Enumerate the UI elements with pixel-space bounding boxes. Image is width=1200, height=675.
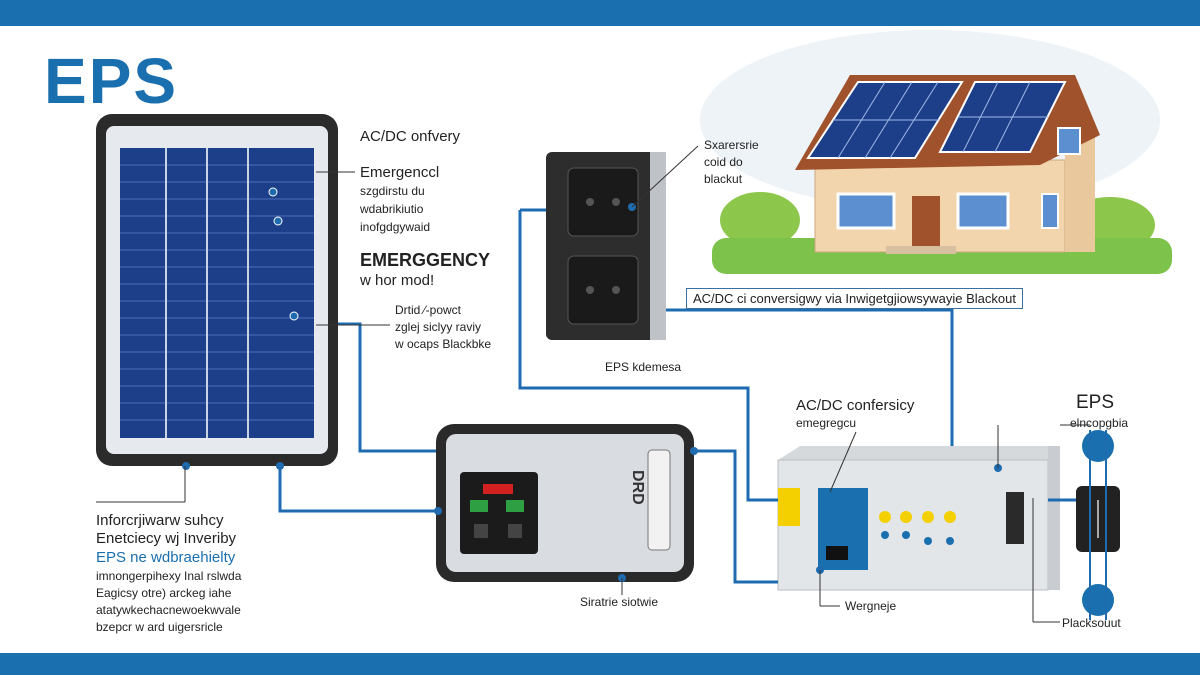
label-grid-line2: zglej siclyy raviy — [395, 320, 482, 334]
device-brand-label: DRD — [629, 470, 646, 505]
label-line-a: szgdirstu du — [360, 184, 425, 198]
house-window-small — [1041, 193, 1059, 229]
label-left4: imnongerpihexy Inal rslwda — [96, 569, 242, 583]
breaker-top-node — [1082, 430, 1114, 462]
label-grid-power: Drtid ⁄-powct — [395, 303, 462, 317]
wire-panel-inverter — [338, 322, 436, 453]
house-step — [886, 246, 956, 254]
inverter-unit — [434, 424, 698, 582]
label-left2: Enetciecy wj Inveriby — [96, 530, 237, 547]
label-emergency-big: EMERGGENCY — [360, 250, 491, 270]
top-band — [0, 0, 1200, 26]
label-house-note1: Sxarersrie — [704, 138, 759, 152]
outlet-socket-bottom — [567, 255, 639, 325]
wire-panel-lower — [278, 466, 436, 513]
label-left6: atatywkechacnewoekwvale — [96, 603, 241, 617]
status-led-green-left — [470, 500, 488, 512]
eps-breaker — [1006, 492, 1024, 544]
label-house-note2: coid do — [704, 155, 743, 169]
outlet-socket-top — [567, 167, 639, 237]
status-led-red — [483, 484, 513, 494]
house-door — [912, 196, 940, 246]
label-left1: Inforcrjiwarw suhcy — [96, 512, 224, 529]
label-left5: Eagicsy otre) arckeg iahe — [96, 586, 232, 600]
wire-outlet-house — [666, 308, 954, 446]
house-window-attic — [1057, 127, 1081, 155]
panel-grid-lines — [120, 164, 314, 421]
house-window-right — [956, 192, 1010, 230]
wiring — [278, 208, 1107, 620]
label-emergency-mode: w hor mod! — [360, 272, 435, 289]
breaker-bottom-node — [1082, 584, 1114, 616]
label-left7: bzepcr w ard uigersricle — [96, 620, 223, 634]
house-window-left — [836, 192, 896, 230]
page-title: EPS — [44, 45, 179, 117]
label-grid-line3: w ocaps Blackbke — [395, 337, 492, 351]
label-left3: EPS ne wdbraehielty — [96, 549, 236, 566]
label-eps-sub: elncopgbia — [1070, 416, 1129, 430]
label-acdc-top: AC/DC onfvery — [360, 128, 461, 145]
wall-outlet-box — [546, 152, 666, 340]
label-line-b: wdabrikiutio — [360, 202, 424, 216]
label-eps-kdemesa: EPS kdemesa — [605, 360, 682, 374]
label-eps-right: EPS — [1076, 392, 1115, 413]
label-staterie: Siratrie siotwie — [580, 595, 659, 609]
label-acdc-banner: AC/DC ci conversigwy via Inwigetgjiowsyw… — [686, 288, 1023, 309]
eps-indicator-leds — [879, 511, 956, 523]
bottom-band — [0, 653, 1200, 675]
house-scene — [700, 30, 1172, 274]
label-acdc-conversion: AC/DC confersicy — [796, 397, 915, 414]
breaker-box — [1076, 430, 1120, 616]
leader-lines — [96, 145, 1090, 623]
bush-left — [720, 192, 800, 248]
label-line-c: inofgdgywaid — [360, 220, 431, 234]
label-emergency: emegregcu — [796, 416, 857, 430]
panel-cells — [120, 148, 314, 438]
label-house-note3: blackut — [704, 172, 743, 186]
eps-socket — [826, 546, 848, 560]
wire-outlet-eps — [518, 210, 778, 502]
wire-inverter-eps — [694, 449, 778, 584]
label-blackout: Placksouut — [1062, 616, 1121, 630]
label-emergency-small: Emergenccl — [360, 164, 440, 181]
label-wergneje: Wergneje — [845, 599, 897, 613]
eps-cabinet — [777, 446, 1060, 591]
solar-panel — [96, 114, 338, 470]
eps-yellow-tab — [778, 488, 800, 526]
status-led-green-right — [506, 500, 524, 512]
